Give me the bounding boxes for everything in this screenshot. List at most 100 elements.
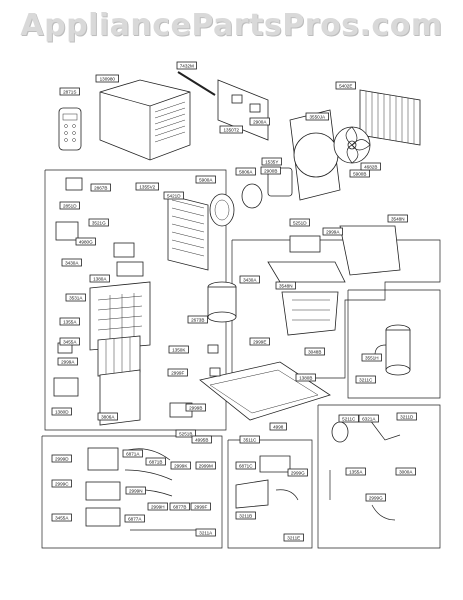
callout-label: 5900A <box>199 177 213 182</box>
callout-label: 2999G <box>291 470 305 475</box>
callout-label: 1535Y <box>265 159 278 164</box>
callout-box <box>289 218 310 227</box>
callout-box <box>269 422 287 431</box>
callout-box <box>322 227 343 236</box>
callout-c25: 3548N <box>275 281 296 290</box>
callout-box <box>249 337 270 346</box>
callout-label: 2900A <box>253 119 267 124</box>
callout-box <box>338 414 359 423</box>
callout-label: 5806A <box>239 169 253 174</box>
callout-box <box>168 345 189 354</box>
callout-box <box>195 528 216 537</box>
callout-c59: 6321A <box>358 414 379 423</box>
callout-c31: 3455A <box>59 337 80 346</box>
callout-label: 3548N <box>391 216 405 221</box>
callout-box <box>59 317 80 326</box>
callout-box <box>261 157 282 166</box>
callout-label: 3548N <box>279 283 293 288</box>
callout-box <box>396 412 417 421</box>
callout-box <box>122 449 143 458</box>
callout-label: 3000A <box>399 469 413 474</box>
callout-box <box>51 407 72 416</box>
callout-c8: 5900B <box>349 169 370 178</box>
callout-box <box>88 218 109 227</box>
callout-c28: 2673B <box>187 315 208 324</box>
callout-box <box>239 435 260 444</box>
callout-box <box>59 87 80 96</box>
callout-label: 1350K <box>172 347 186 352</box>
callout-c52: 6877A <box>124 514 145 523</box>
callout-box <box>387 214 408 223</box>
callout-c46: 2999M <box>195 461 216 470</box>
callout-label: 3211C <box>359 377 373 382</box>
callout-box <box>169 502 190 511</box>
callout-box <box>295 373 316 382</box>
compressor <box>374 324 411 376</box>
callout-c38: 3211C <box>355 375 376 384</box>
callout-c65: 4998 <box>269 422 287 431</box>
callout-box <box>125 486 146 495</box>
callout-label: 2999A <box>61 359 75 364</box>
callout-label: 5251B <box>179 431 192 436</box>
callout-label: 2851D <box>63 203 77 208</box>
callout-c40: 5251B <box>175 429 196 438</box>
callout-c61: 1355A <box>345 467 366 476</box>
callout-label: 3430A <box>65 260 79 265</box>
callout-c11: 2867B <box>90 183 111 192</box>
callout-c6: 2900A <box>249 117 270 126</box>
callout-c27: 3551H <box>361 353 382 362</box>
callout-label: 6321A <box>362 416 376 421</box>
callout-box <box>170 461 191 470</box>
callout-box <box>235 461 256 470</box>
callout-c57: 3211E <box>283 533 304 542</box>
motor-blower <box>209 167 293 227</box>
duct-assembly <box>267 225 401 336</box>
callout-box <box>167 368 188 377</box>
callout-label: 2999N <box>129 488 143 493</box>
callout-box <box>304 347 325 356</box>
callout-c55: 2999G <box>287 468 308 477</box>
callout-c5: 3550JA <box>305 112 330 121</box>
callout-c21: 1380A <box>89 274 110 283</box>
callout-c12: 1355V2 <box>135 182 160 191</box>
callout-c49: 6877B <box>169 502 190 511</box>
callout-box <box>175 429 196 438</box>
callout-label: 1380A <box>93 276 107 281</box>
callout-c17: 2851D <box>59 201 80 210</box>
callout-label: 3531A <box>69 295 83 300</box>
callout-c4: 5402E <box>335 81 356 90</box>
callout-label: 3550JA <box>310 114 327 119</box>
callout-box <box>305 112 330 121</box>
callout-c45: 2999K <box>170 461 191 470</box>
callout-label: 2871S <box>63 89 76 94</box>
callout-label: 1355V2 <box>139 184 155 189</box>
callout-box <box>59 337 80 346</box>
callout-box <box>90 183 111 192</box>
callout-label: 3511C <box>243 437 257 442</box>
callout-c29: 1350K <box>168 345 189 354</box>
callout-c58: 5211C <box>338 414 359 423</box>
callout-box <box>124 514 145 523</box>
callout-label: 3211A <box>199 530 213 535</box>
callout-c47: 2999N <box>125 486 146 495</box>
callout-label: 4995B <box>195 437 208 442</box>
callout-label: 6871A <box>126 451 140 456</box>
callout-label: 5251D <box>293 220 307 225</box>
condenser-coil <box>359 89 421 146</box>
callout-label: 3551H <box>365 355 379 360</box>
callout-c37: 2999A <box>322 227 343 236</box>
callout-box <box>235 511 256 520</box>
callout-box <box>59 201 80 210</box>
callout-label: 1355A <box>63 319 77 324</box>
callout-box <box>349 169 370 178</box>
callout-label: 7432M <box>180 63 194 68</box>
callout-c1: 2871S <box>59 87 80 96</box>
callout-label: 6871B <box>149 459 162 464</box>
callout-c30: 2999F <box>167 368 188 377</box>
callout-c48: 2999H <box>147 502 168 511</box>
callout-box <box>239 275 260 284</box>
callout-label: 3211B <box>239 513 252 518</box>
callout-c15: 2900B <box>260 166 281 175</box>
callout-label: 2999K <box>174 463 188 468</box>
callout-c13: 5421D <box>163 191 184 200</box>
